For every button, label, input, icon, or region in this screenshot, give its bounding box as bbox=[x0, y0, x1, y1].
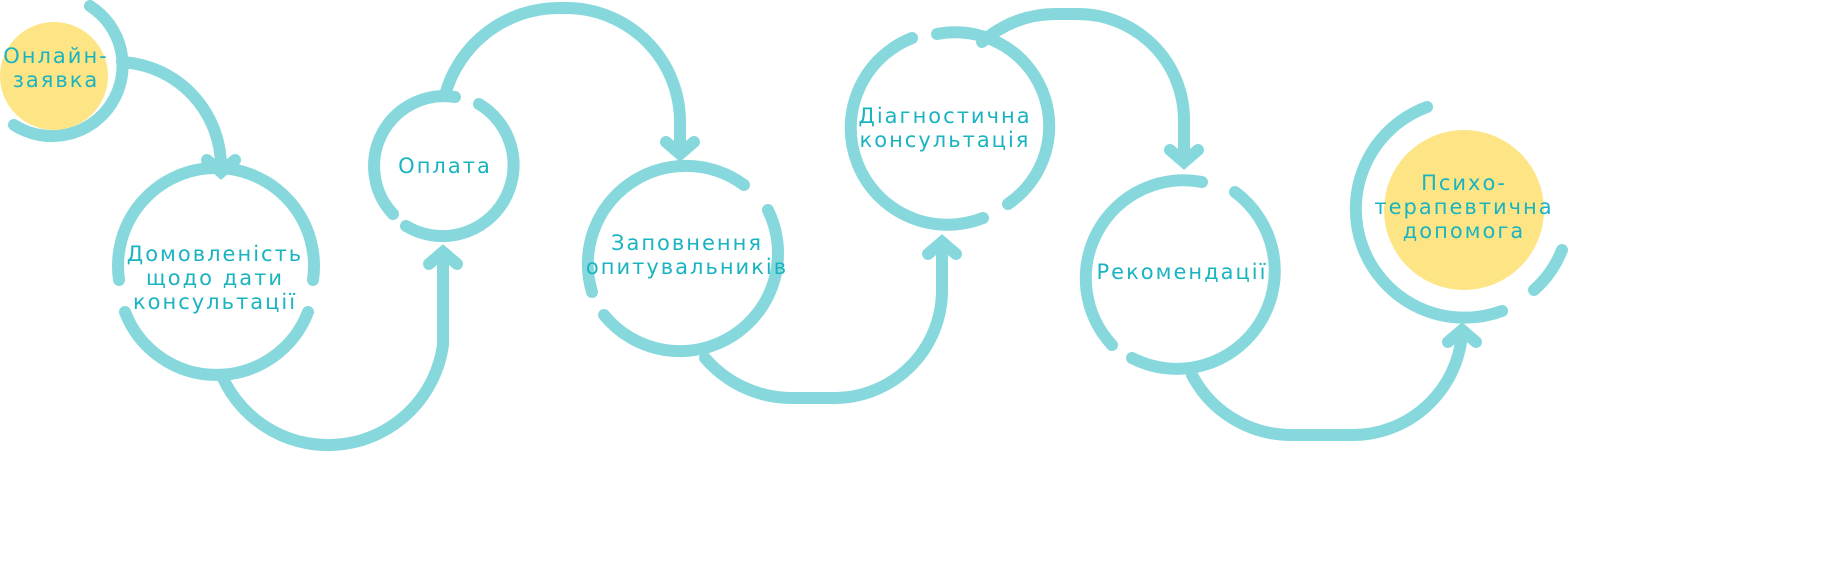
connector-2 bbox=[216, 250, 449, 452]
step-2-ring-top bbox=[112, 162, 320, 286]
step-4-ring-bottom bbox=[598, 204, 784, 358]
arrow-down-icon bbox=[660, 136, 700, 162]
connector-4 bbox=[699, 238, 948, 405]
step-label-line: Психо- bbox=[1421, 171, 1507, 195]
connector-5 bbox=[976, 7, 1190, 164]
step-6-ring-bottom bbox=[1126, 186, 1281, 375]
step-6-ring-top bbox=[1079, 174, 1208, 351]
arrow-down-icon bbox=[1164, 144, 1204, 170]
step-label-line: заявка bbox=[12, 68, 100, 92]
step-7-highlight bbox=[1384, 130, 1544, 290]
step-label-line: допомога bbox=[1402, 219, 1526, 243]
step-4-ring-top bbox=[581, 159, 750, 298]
step-diagnostic-consultation: Діагностична консультація bbox=[858, 104, 1031, 152]
step-label-line: щодо дати bbox=[146, 266, 284, 290]
step-schedule-agreement: Домовленість щодо дати консультації bbox=[127, 242, 303, 314]
step-label-line: терапевтична bbox=[1374, 195, 1554, 219]
step-5-ring-left bbox=[844, 32, 989, 231]
arrow-up-icon bbox=[1442, 322, 1482, 348]
step-1-highlight bbox=[0, 22, 108, 130]
step-5-ring-right bbox=[931, 26, 1056, 210]
step-label-line: опитувальників bbox=[585, 255, 789, 279]
step-label-line: Діагностична bbox=[858, 104, 1032, 128]
step-1-ring bbox=[8, 0, 129, 143]
step-online-request: Онлайн- заявка bbox=[3, 44, 109, 92]
step-3-ring-right bbox=[400, 98, 520, 243]
step-label-line: консультація bbox=[859, 128, 1031, 152]
step-2-ring-bottom bbox=[119, 306, 314, 381]
connector-6 bbox=[1186, 328, 1468, 442]
step-recommendations: Рекомендації bbox=[1097, 260, 1268, 284]
step-label-line: консультації bbox=[132, 290, 298, 314]
step-label-line: Онлайн- bbox=[3, 44, 109, 68]
step-label-line: Оплата bbox=[398, 154, 492, 178]
step-7-ring bbox=[1349, 101, 1508, 324]
connector-1 bbox=[116, 56, 228, 174]
step-label-line: Домовленість bbox=[126, 242, 304, 266]
step-3-ring-left bbox=[368, 90, 461, 220]
arrow-up-icon bbox=[423, 244, 463, 270]
step-7-ring-tail bbox=[1528, 244, 1568, 296]
step-label-line: Рекомендації bbox=[1096, 260, 1268, 284]
connector-3 bbox=[439, 1, 686, 158]
step-payment: Оплата bbox=[398, 154, 492, 178]
step-label-line: Заповнення bbox=[610, 231, 764, 255]
step-psychotherapy: Психо- терапевтична допомога bbox=[1374, 171, 1553, 243]
arrow-up-icon bbox=[922, 234, 962, 260]
step-questionnaires: Заповнення опитувальників bbox=[586, 231, 788, 279]
